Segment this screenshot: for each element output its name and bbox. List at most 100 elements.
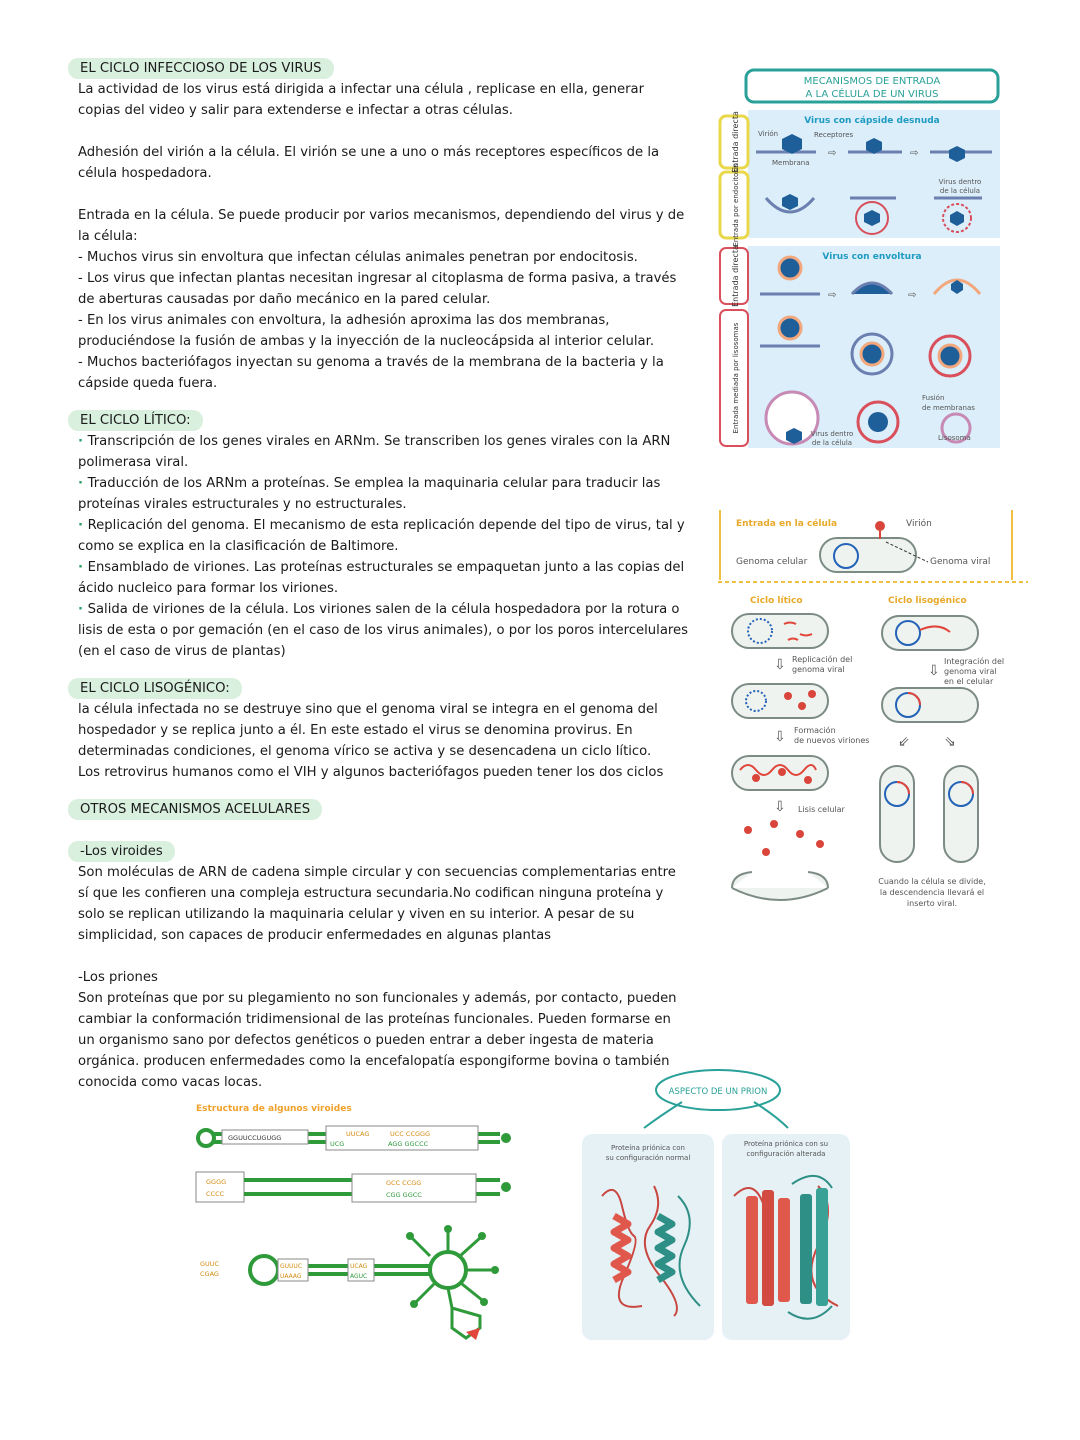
vesicle xyxy=(928,334,972,378)
side-tab-endocitosis xyxy=(718,170,750,240)
paragraph: Son moléculas de ARN de cadena simple ci… xyxy=(78,865,676,943)
cell xyxy=(819,537,917,573)
viroid-arms xyxy=(410,1232,492,1309)
bullet-text: Replicación del genoma. El mecanismo de … xyxy=(78,518,685,554)
bullet-dot-icon: · xyxy=(78,476,88,491)
label-integracion: en el celular xyxy=(944,677,994,686)
cell xyxy=(881,615,979,651)
bullet-dot-icon: · xyxy=(78,602,88,617)
label-inside: de la célula xyxy=(940,187,980,195)
viroid-title: Estructura de algunos viroides xyxy=(196,1104,352,1114)
label-genoma-viral: Genoma viral xyxy=(930,557,990,567)
down-arrow-icon: ⇩ xyxy=(774,799,786,815)
label-lisis: Lisis celular xyxy=(798,805,846,814)
capsid xyxy=(808,690,816,698)
alpha-helix xyxy=(654,1212,676,1284)
prion-title: ASPECTO DE UN PRION xyxy=(669,1087,768,1097)
notes-column: EL CICLO INFECCIOSO DE LOS VIRUS La acti… xyxy=(68,58,690,1093)
bullet-dot-icon: · xyxy=(78,518,88,533)
label-lisogenico: Ciclo lisogénico xyxy=(888,595,967,606)
viroid-structure-figure: Estructura de algunos viroides GGUUCCUGU… xyxy=(195,1104,511,1340)
bullet-dot-icon: · xyxy=(78,560,88,575)
viral-genome xyxy=(783,621,813,641)
sequence-box xyxy=(277,1258,309,1282)
label-formacion: Formación xyxy=(794,725,836,735)
entry-title-box xyxy=(744,68,1000,104)
virus-icon xyxy=(951,280,963,294)
viroid-loop xyxy=(196,1128,216,1148)
sequence-box xyxy=(347,1258,375,1282)
side-tab-entrada-directa xyxy=(718,114,750,170)
label-division: Cuando la célula se divide, xyxy=(878,876,986,886)
viral-genome xyxy=(739,764,817,776)
capsid xyxy=(804,776,812,784)
paragraph: Adhesión del virión a la célula. El viri… xyxy=(78,145,660,181)
viroid-loop xyxy=(428,1250,468,1290)
label-receptores: Receptores xyxy=(814,131,854,139)
protein-coil xyxy=(787,1175,833,1320)
paragraph: Son proteínas que por su plegamiento no … xyxy=(78,991,677,1090)
phage-icon xyxy=(816,840,824,848)
down-arrow-icon: ⇩ xyxy=(774,657,786,673)
label-virion: Virión xyxy=(758,130,778,138)
heading-ciclo-litico: EL CICLO LÍTICO: xyxy=(68,410,203,431)
label-inside: Virus dentro xyxy=(811,430,854,438)
sequence: CCCC xyxy=(206,1190,225,1198)
side-tab-lisosomas xyxy=(719,309,749,447)
label-integracion: genoma viral xyxy=(944,667,997,676)
label-fusion: de membranas xyxy=(922,404,975,412)
sequence: GCC CCGG xyxy=(386,1179,421,1187)
sequence: UCC CCGGG xyxy=(390,1130,430,1138)
arrow-icon: ⇙ xyxy=(898,734,910,750)
viral-genome xyxy=(960,781,974,795)
down-arrow-icon: ⇩ xyxy=(774,729,786,745)
label-inside: Virus dentro xyxy=(939,178,982,186)
genome-cell xyxy=(833,543,859,569)
label-replicacion: genoma viral xyxy=(792,665,845,674)
sequence-box xyxy=(351,1173,477,1203)
phage-icon xyxy=(796,830,804,838)
cell xyxy=(731,683,829,719)
bullet-text: Transcripción de los genes virales en AR… xyxy=(78,434,671,470)
sequence: GGGG xyxy=(206,1178,226,1186)
subheading-priones: -Los priones xyxy=(78,970,158,985)
lysosome xyxy=(940,412,972,444)
alpha-helix xyxy=(610,1212,632,1284)
bullet-item: · Transcripción de los genes virales en … xyxy=(78,431,690,473)
lysed-cell xyxy=(731,871,829,901)
bullet-dot-icon: · xyxy=(78,434,88,449)
sequence: CGG GGCC xyxy=(386,1191,422,1199)
sequence: GUUUC xyxy=(280,1263,302,1270)
sequence: GUUC xyxy=(200,1260,220,1268)
label-inside: de la célula xyxy=(812,439,852,447)
membrane xyxy=(764,197,816,214)
cell xyxy=(731,613,829,649)
genome-cell xyxy=(747,618,773,644)
heading-ciclo-infeccioso: EL CICLO INFECCIOSO DE LOS VIRUS xyxy=(68,58,334,79)
label-membrana: Membrana xyxy=(772,159,810,167)
arrow-icon: ⇨ xyxy=(908,290,916,301)
virus-icon xyxy=(777,255,803,281)
label-litico: Ciclo lítico xyxy=(750,596,803,606)
arrow-icon: ⇘ xyxy=(944,734,956,750)
lysosome-vesicle xyxy=(764,390,820,446)
sequence: UUCAG xyxy=(346,1130,369,1138)
bullet-item: · Traducción de los ARNm a proteínas. Se… xyxy=(78,473,690,515)
viral-genome xyxy=(919,625,951,633)
vesicle xyxy=(855,201,889,235)
vesicle xyxy=(850,332,894,376)
protein-coil xyxy=(601,1185,678,1317)
capsid xyxy=(784,692,792,700)
capsid xyxy=(752,774,760,782)
virus-icon xyxy=(949,146,965,162)
bullet-item: - Muchos virus sin envoltura que infecta… xyxy=(78,250,638,265)
sequence: UCAG xyxy=(350,1263,368,1270)
cell xyxy=(881,687,979,723)
viral-genome xyxy=(896,781,910,795)
prion-normal-panel xyxy=(582,1134,714,1340)
side-label: Entrada por endocitosis xyxy=(732,163,740,246)
bullet-text: Traducción de los ARNm a proteínas. Se e… xyxy=(78,476,661,512)
side-tab-entrada-directa-2 xyxy=(719,247,749,305)
label-fusion: Fusión xyxy=(922,394,944,402)
prion-title-bubble xyxy=(655,1069,781,1111)
